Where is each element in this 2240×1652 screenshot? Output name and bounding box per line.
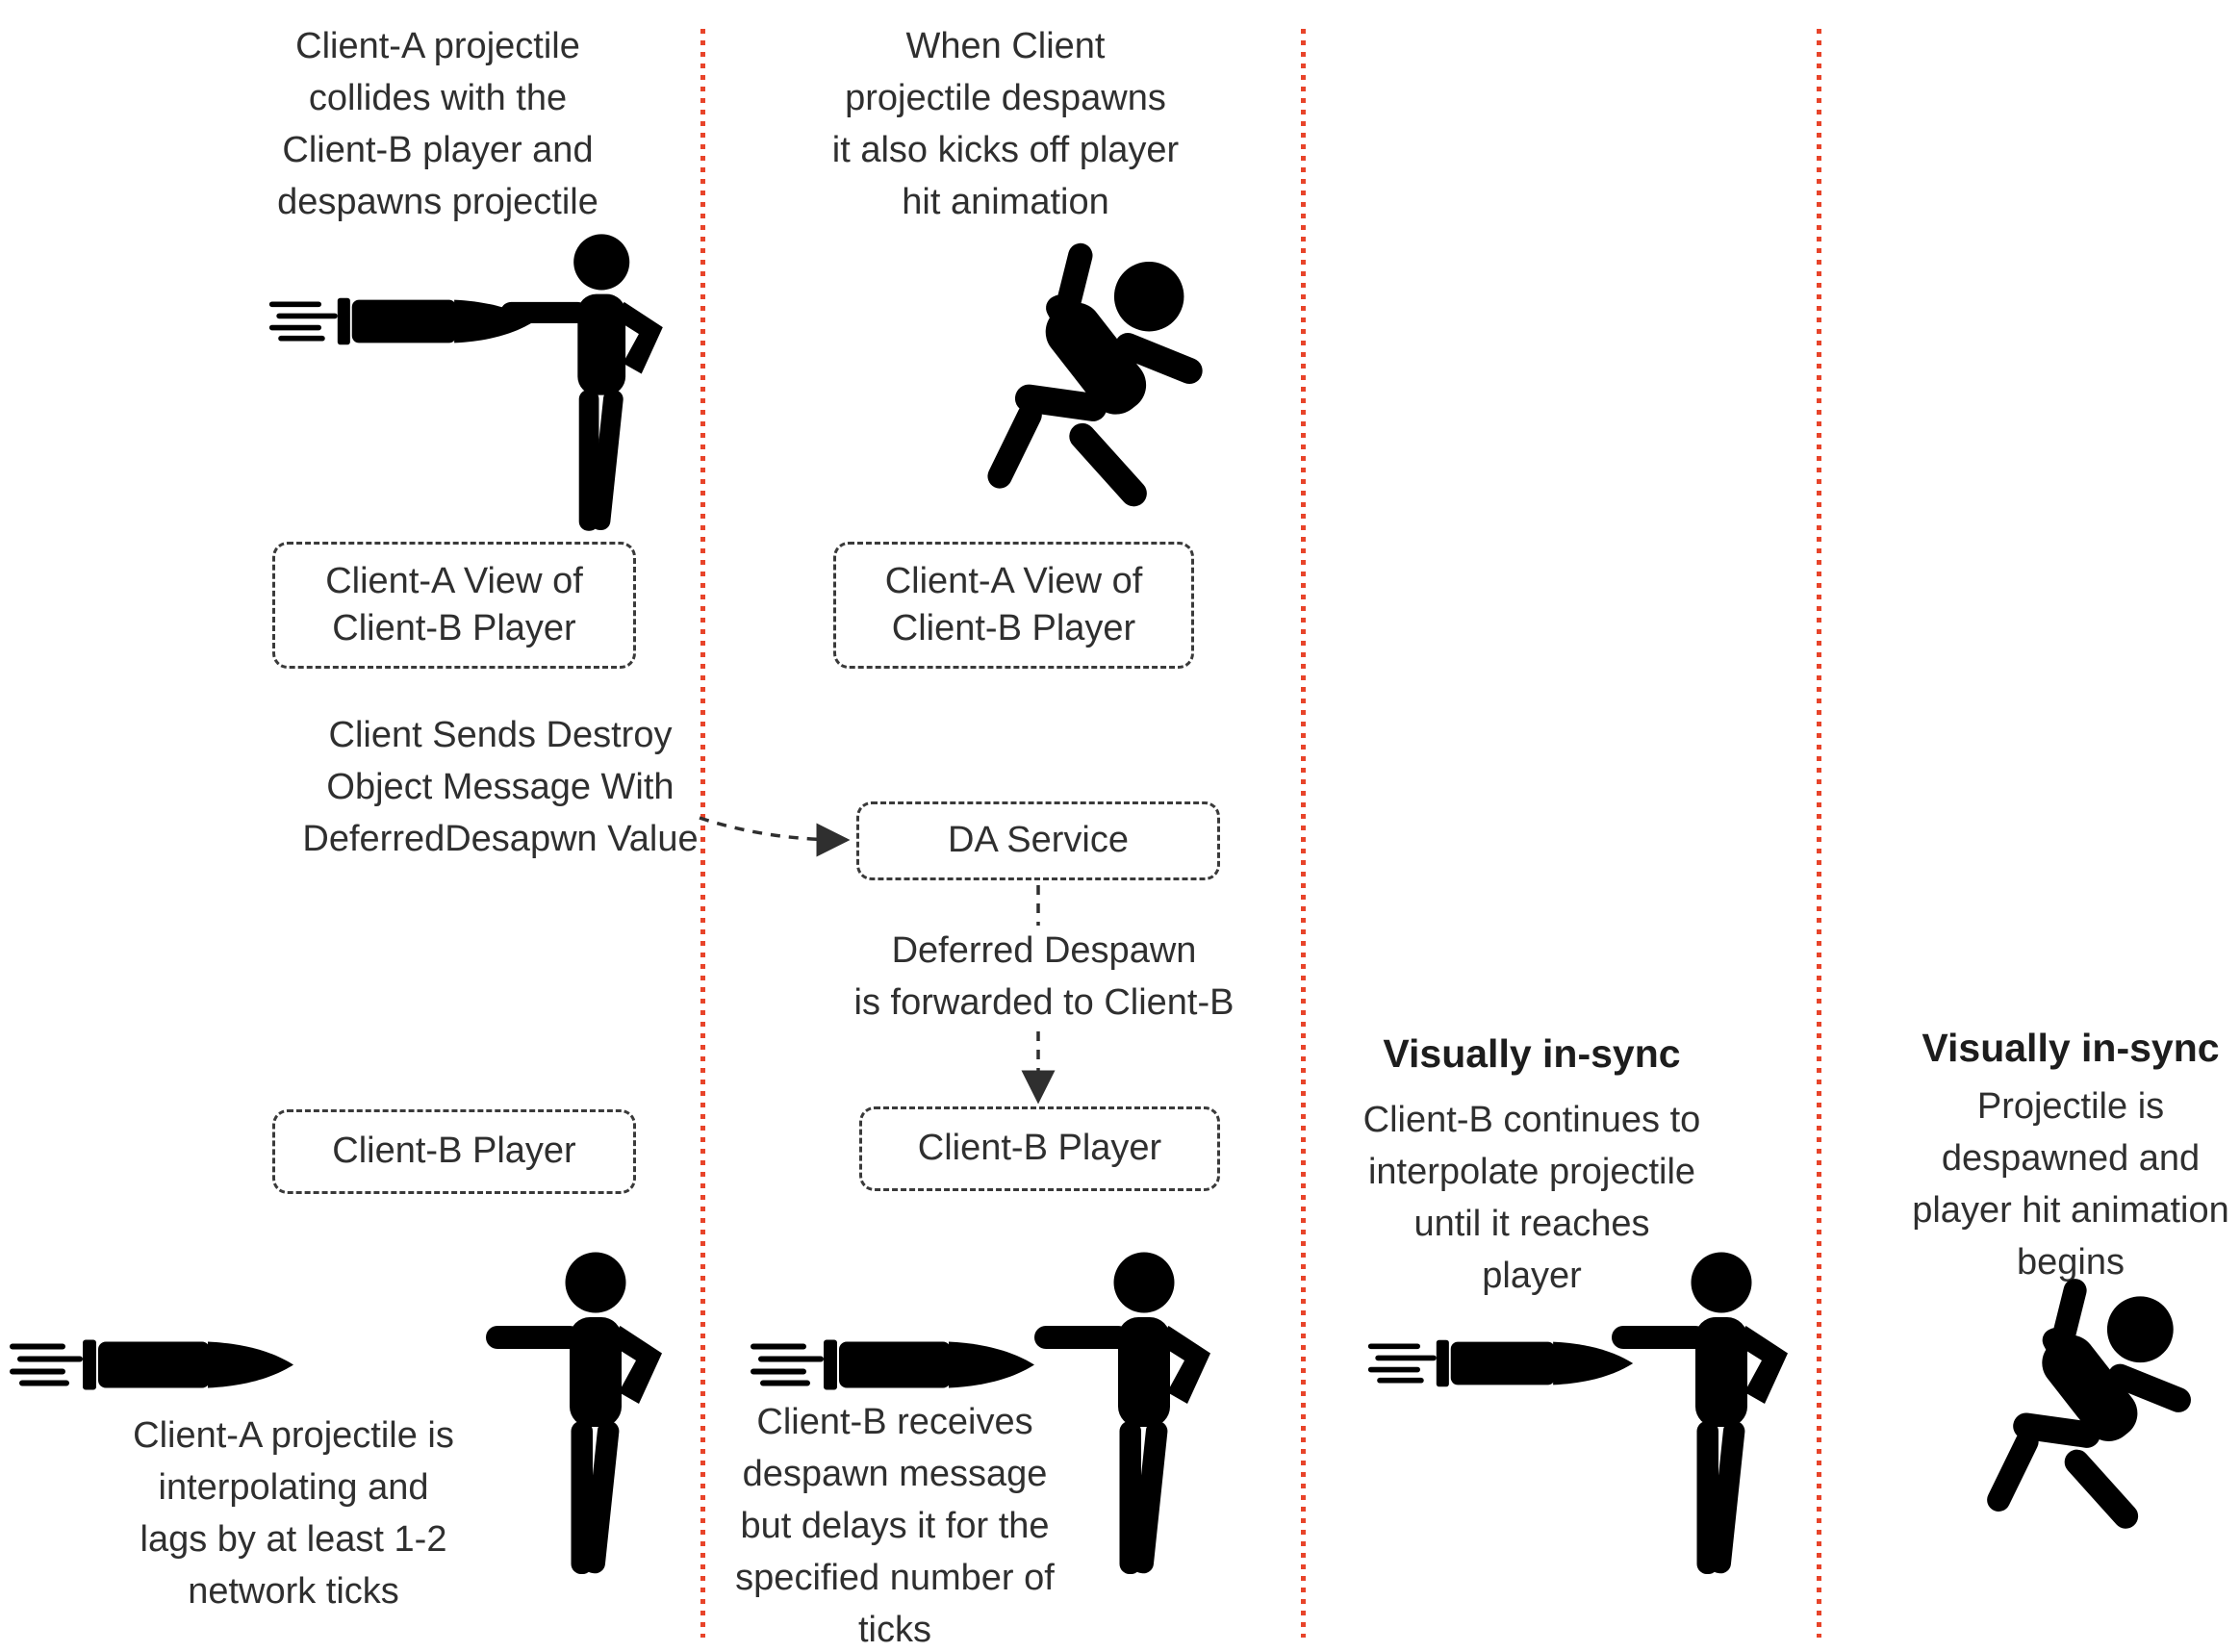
client-a-view-box: Client-A View of Client-B Player bbox=[272, 542, 636, 669]
col1-top-caption: Client-A projectile collides with the Cl… bbox=[277, 26, 598, 222]
player-standing-icon bbox=[1612, 1251, 1799, 1583]
projectile-icon bbox=[8, 1330, 296, 1400]
projectile-icon bbox=[267, 289, 537, 354]
client-a-view-box: Client-A View of Client-B Player bbox=[833, 542, 1194, 669]
client-b-player-box: Client-B Player bbox=[859, 1106, 1220, 1191]
col2-top-caption: When Client projectile despawns it also … bbox=[831, 26, 1180, 222]
col1-bottom-caption: Client-A projectile is interpolating and… bbox=[133, 1415, 454, 1612]
player-hit-falling-icon bbox=[964, 242, 1226, 521]
player-hit-falling-icon bbox=[1965, 1278, 2213, 1543]
col4-caption: Projectile is despawned and player hit a… bbox=[1912, 1086, 2229, 1283]
col2-bottom-caption: Client-B receives despawn message but de… bbox=[735, 1402, 1055, 1650]
destroy-message-caption: Client Sends Destroy Object Message With… bbox=[302, 715, 699, 859]
da-service-box: DA Service bbox=[856, 801, 1220, 880]
forward-despawn-caption: Deferred Despawn is forwarded to Client-… bbox=[837, 926, 1251, 1029]
client-b-player-box: Client-B Player bbox=[272, 1109, 636, 1194]
player-standing-icon bbox=[500, 233, 674, 539]
col3-caption: Client-B continues to interpolate projec… bbox=[1362, 1100, 1701, 1296]
destroy-message-dashed-arrow bbox=[699, 816, 851, 857]
column-divider-line bbox=[1817, 29, 1821, 1638]
column-divider-line bbox=[1301, 29, 1306, 1638]
client-a-view-label: Client-A View of Client-B Player bbox=[325, 560, 583, 648]
col3-visually-in-sync-heading: Visually in-sync bbox=[1383, 1031, 1681, 1076]
client-a-view-label: Client-A View of Client-B Player bbox=[884, 560, 1143, 648]
client-b-player-label: Client-B Player bbox=[917, 1128, 1162, 1169]
da-service-label: DA Service bbox=[948, 820, 1129, 861]
column-divider-line bbox=[700, 29, 705, 1638]
projectile-icon bbox=[1366, 1330, 1636, 1397]
projectile-icon bbox=[749, 1330, 1037, 1400]
client-b-player-label: Client-B Player bbox=[332, 1131, 576, 1172]
col4-visually-in-sync-heading: Visually in-sync bbox=[1922, 1026, 2220, 1070]
